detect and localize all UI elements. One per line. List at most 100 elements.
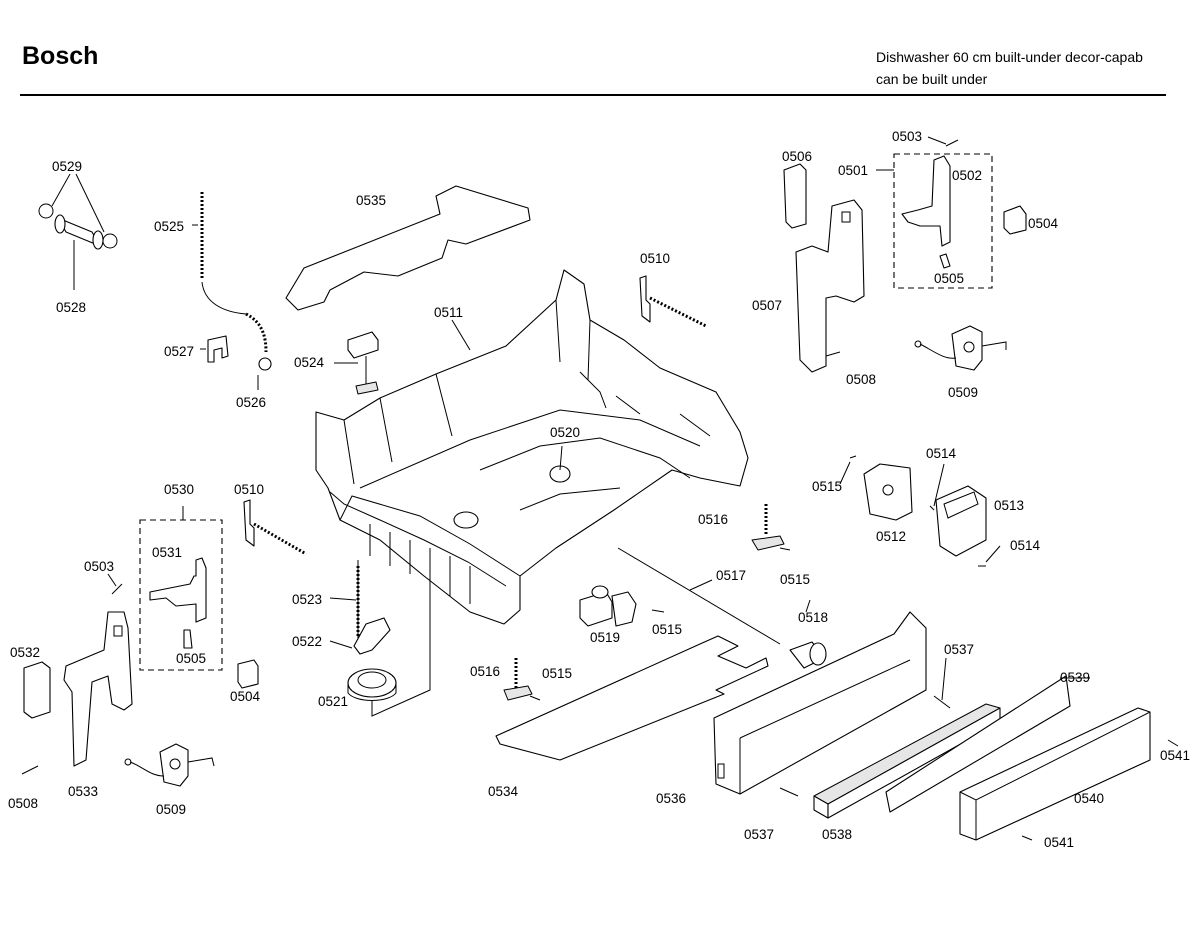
label-0515-d: 0515	[542, 666, 572, 681]
pin-0537-lower-drawing	[779, 787, 799, 797]
label-0520: 0520	[550, 425, 580, 440]
label-0522: 0522	[292, 634, 322, 649]
leader-0529	[51, 173, 71, 207]
label-0516-lower: 0516	[470, 664, 500, 679]
slide-panel-0534-drawing	[495, 635, 769, 761]
leader-0521	[371, 552, 431, 717]
label-0511: 0511	[434, 305, 463, 320]
screw-0503-left-drawing	[111, 583, 123, 595]
label-0532: 0532	[10, 645, 40, 660]
label-0535: 0535	[356, 193, 386, 208]
label-0509-left: 0509	[156, 802, 186, 817]
hinge-0509-right-drawing	[914, 325, 1007, 371]
model-description-line-1: Dishwasher 60 cm built-under decor-capab	[876, 49, 1143, 65]
label-0505-right: 0505	[934, 271, 964, 286]
cover-plate-drawing	[285, 185, 531, 311]
model-description-line-2: can be built under	[876, 71, 988, 87]
label-0523: 0523	[292, 592, 322, 607]
label-0513: 0513	[994, 498, 1024, 513]
label-0503-right: 0503	[892, 129, 922, 144]
label-0527: 0527	[164, 344, 194, 359]
screw-0515-b-drawing	[779, 547, 791, 551]
bracket-0506-drawing	[783, 163, 807, 229]
inlet-valve-0519-drawing	[579, 585, 637, 627]
label-0508-right: 0508	[846, 372, 876, 387]
label-0515-c: 0515	[652, 622, 682, 637]
label-0521: 0521	[318, 694, 348, 709]
float-assembly-drawing	[347, 560, 397, 701]
hose-clip-drawing	[207, 335, 229, 363]
clip-0505-right-drawing	[939, 253, 951, 269]
connector-0504-left-drawing	[237, 659, 259, 689]
side-bracket-0533-drawing	[63, 611, 133, 767]
rod-0517-drawing	[617, 547, 781, 645]
screw-0515-d-drawing	[529, 695, 541, 701]
screw-0541-lower-drawing	[1021, 835, 1033, 841]
label-0515-a: 0515	[812, 479, 842, 494]
panel-0540-drawing	[959, 707, 1151, 841]
bar-0538-drawing	[813, 703, 1001, 819]
cap-0513-drawing	[935, 485, 987, 557]
spring-right-drawing	[639, 275, 707, 328]
screw-0503-right-drawing	[945, 139, 959, 147]
side-trim-0532-drawing	[23, 661, 51, 719]
label-0540: 0540	[1074, 791, 1104, 806]
screw-0508-right-drawing	[825, 351, 841, 357]
label-0510-left: 0510	[234, 482, 264, 497]
screw-0514-upper-drawing	[929, 505, 935, 511]
pin-0537-upper-drawing	[933, 695, 951, 709]
label-0539: 0539	[1060, 670, 1090, 685]
leader-0518	[805, 599, 811, 613]
leader-0522	[329, 640, 353, 649]
label-0515-b: 0515	[780, 572, 810, 587]
leader-0503-left	[107, 573, 117, 587]
label-0512: 0512	[876, 529, 906, 544]
leader-0514-lower	[985, 545, 1001, 563]
hinge-0509-left-drawing	[124, 743, 215, 787]
bracket-0502-drawing	[901, 155, 951, 247]
label-0514-lower: 0514	[1010, 538, 1041, 553]
bolt-0516-lower-drawing	[503, 658, 533, 701]
connector-0504-right-drawing	[1003, 205, 1027, 235]
label-0519: 0519	[590, 630, 620, 645]
label-0510-right: 0510	[640, 251, 670, 266]
leader-0529b	[75, 173, 105, 233]
strip-0539-drawing	[885, 675, 1071, 813]
leader-0523	[329, 597, 357, 601]
label-0505-left: 0505	[176, 651, 206, 666]
leader-0517	[689, 579, 713, 591]
screw-0508-left-drawing	[21, 765, 39, 775]
base-frame-drawing	[315, 269, 749, 625]
leader-0537-upper	[941, 657, 947, 701]
brand-title: Bosch	[22, 42, 99, 70]
label-0525: 0525	[154, 219, 184, 234]
label-0508-left: 0508	[8, 796, 38, 811]
label-0506: 0506	[782, 149, 812, 164]
model-description: Dishwasher 60 cm built-under decor-capab…	[876, 46, 1143, 90]
cylinder-0518-drawing	[789, 641, 827, 669]
label-0533: 0533	[68, 784, 98, 799]
label-0528: 0528	[56, 300, 86, 315]
label-0534: 0534	[488, 784, 519, 799]
label-0504-right: 0504	[1028, 216, 1059, 231]
label-0518: 0518	[798, 610, 828, 625]
label-0538: 0538	[822, 827, 852, 842]
mounting-bracket-drawing	[347, 331, 379, 395]
label-0529: 0529	[52, 159, 82, 174]
label-0530: 0530	[164, 482, 194, 497]
screw-0541-upper-drawing	[1167, 739, 1179, 747]
bracket-0507-drawing	[795, 199, 865, 373]
label-0517: 0517	[716, 568, 746, 583]
label-0536: 0536	[656, 791, 686, 806]
label-0531: 0531	[152, 545, 182, 560]
screw-0515-a-drawing	[849, 455, 857, 459]
kickplate-0536-drawing	[713, 611, 927, 795]
leader-0511	[451, 319, 471, 351]
bolt-0516-upper-drawing	[751, 504, 785, 551]
leader-0503-right	[927, 136, 947, 145]
spring-left-drawing	[243, 499, 307, 556]
clip-0505-left-drawing	[183, 629, 193, 649]
hose-sleeve-drawing	[38, 203, 118, 250]
